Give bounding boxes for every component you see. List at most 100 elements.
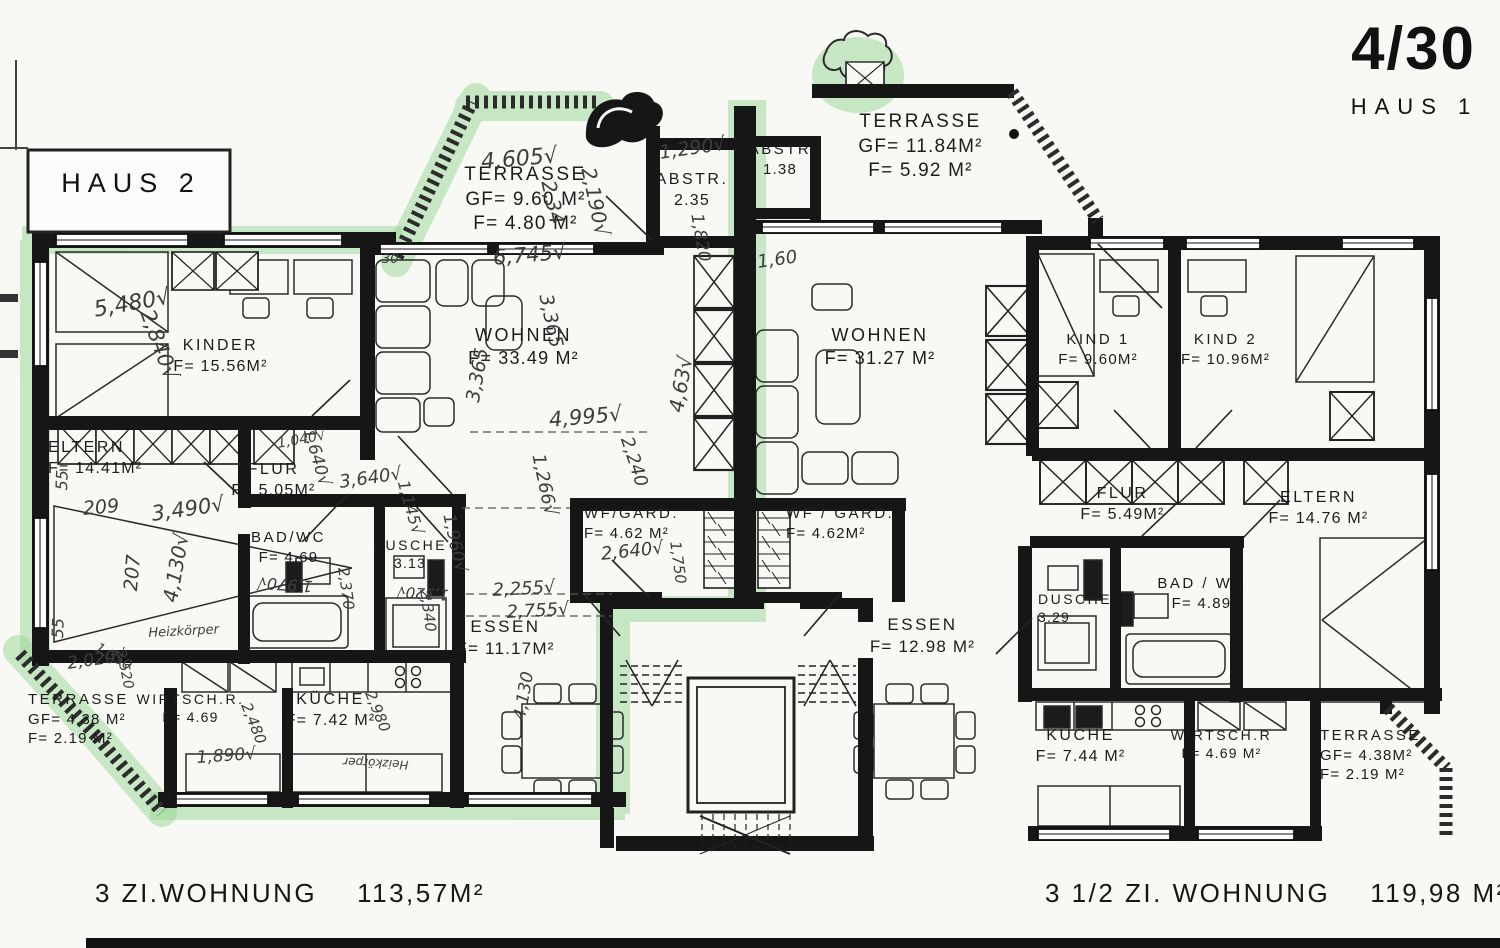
room-label-terrasse-top-left: TERRASSE GF= 9.60 M² F= 4.80 M² xyxy=(438,163,613,237)
room-label-kind2: KIND 2 F= 10.96M² xyxy=(1158,330,1293,369)
room-label-kinder: KINDER F= 15.56M² xyxy=(138,336,303,378)
room-name: ELTERN xyxy=(1280,489,1357,506)
apartment-area: 119,98 M² xyxy=(1370,878,1500,908)
room-area: F= 5.92 M² xyxy=(868,160,973,182)
room-name: DUSCHE xyxy=(1038,591,1113,607)
room-area: F= 33.49 M² xyxy=(468,348,579,369)
room-label-kueche-left: KÜCHE F= 7.42 M² xyxy=(258,690,403,732)
room-label-eltern-right: ELTERN F= 14.76 M² xyxy=(1236,488,1401,530)
room-area-gf: GF= 9.60 M² xyxy=(465,188,586,210)
room-name: KINDER xyxy=(182,337,259,354)
room-label-terrasse-bottom-left: TERRASSE GF= 4.38 M² F= 2.19 M² xyxy=(28,690,173,749)
room-label-flur-right: FLUR F= 5.49M² xyxy=(1060,484,1185,526)
room-label-wf-gard-left: WF/GARD. F= 4.62 M² xyxy=(584,504,709,543)
dim-annotation: 1,970√ xyxy=(256,573,314,596)
room-area: F= 14.76 M² xyxy=(1268,509,1369,527)
plan-dot xyxy=(1009,129,1019,139)
dim-annotation: 209 xyxy=(82,494,121,520)
room-label-dusche-right: DUSCHE 3.29 xyxy=(1038,590,1130,626)
room-area: F= 4.80 M² xyxy=(473,213,578,235)
room-label-wirtsch-right: WIRTSCH.R F= 4.69 M² xyxy=(1154,726,1289,762)
room-label-terrasse-top-right: TERRASSE GF= 11.84M² F= 5.92 M² xyxy=(818,110,1023,184)
room-area: F= 10.96M² xyxy=(1180,350,1271,368)
room-name: WF / GARD. xyxy=(786,505,895,522)
room-area: F= 7.42 M² xyxy=(285,711,376,729)
room-name: KIND 1 xyxy=(1066,331,1130,348)
room-area: F= 4.69 xyxy=(162,709,219,726)
room-name: BAD/WC xyxy=(251,529,326,546)
room-label-abstr-right: ABSTR 1.38 xyxy=(740,140,820,179)
room-name: ESSEN xyxy=(887,615,958,634)
apartment-area: 113,57M² xyxy=(357,878,486,908)
room-label-essen-right: ESSEN F= 12.98 M² xyxy=(845,614,1000,658)
room-area: F= 2.19 M² xyxy=(28,730,113,747)
terrace-railings xyxy=(15,88,1453,836)
room-name: KIND 2 xyxy=(1193,331,1258,348)
room-area: F= 31.27 M² xyxy=(824,348,936,369)
room-name: WIRTSCH.R xyxy=(1170,727,1273,743)
room-name: KÜCHE xyxy=(1046,727,1115,744)
room-area: F= 11.17M² xyxy=(456,639,555,659)
haus2-outline xyxy=(0,60,232,234)
room-name: WOHNEN xyxy=(831,325,929,345)
room-label-wirtsch-left: WIRTSCH.R. F= 4.69 xyxy=(128,690,253,726)
room-name: KÜCHE xyxy=(296,691,365,708)
room-label-wohnen-right: WOHNEN F= 31.27 M² xyxy=(795,324,965,371)
sheet-number: 4/30 xyxy=(1351,15,1476,82)
room-area: F= 12.98 M² xyxy=(869,637,976,657)
room-name: WIRTSCH.R. xyxy=(136,691,245,707)
room-area: F= 4.62M² xyxy=(786,524,866,542)
room-area: 2.35 xyxy=(674,191,710,209)
room-name: ABSTR xyxy=(748,141,812,158)
room-area: F= 2.19 M² xyxy=(1320,766,1405,783)
room-name: WF/GARD. xyxy=(584,505,679,522)
room-name: TERRASSE xyxy=(28,691,129,708)
ornament-detail xyxy=(596,107,633,129)
door-swings xyxy=(203,195,1281,655)
room-label-kueche-right: KÜCHE F= 7.44 M² xyxy=(1008,726,1153,768)
room-area: 1.38 xyxy=(763,160,797,178)
room-area: F= 7.44 M² xyxy=(1035,747,1126,765)
room-area-gf: GF= 11.84M² xyxy=(858,135,983,157)
room-label-essen-left: ESSEN F= 11.17M² xyxy=(428,616,583,660)
room-label-terrasse-bottom-right: TERRASSE GF= 4.38M² F= 2.19 M² xyxy=(1320,726,1475,785)
room-label-abstr-left: ABSTR. 2.35 xyxy=(648,170,736,212)
room-label-wf-gard-right: WF / GARD. F= 4.62M² xyxy=(786,504,921,543)
room-area: F= 9.60M² xyxy=(1058,350,1138,368)
room-area: F= 4.89 xyxy=(1171,594,1232,612)
room-name: DUSCHE xyxy=(372,537,448,553)
apartment-type: 3 1/2 ZI. WOHNUNG xyxy=(1045,878,1331,908)
room-name: TERRASSE xyxy=(1320,727,1421,744)
apartment-type: 3 ZI.WOHNUNG xyxy=(95,878,318,908)
room-name: ELTERN xyxy=(48,439,125,456)
caption-right-apartment: 3 1/2 ZI. WOHNUNG 119,98 M² xyxy=(1045,878,1500,909)
dim-annotation: 207 xyxy=(120,553,146,592)
room-name: ABSTR. xyxy=(655,171,729,188)
caption-left-apartment: 3 ZI.WOHNUNG 113,57M² xyxy=(95,878,485,909)
room-label-bad-wc-left: BAD/WC F= 4.69 xyxy=(226,528,351,567)
room-label-wohnen-left: WOHNEN F= 33.49 M² xyxy=(436,324,611,371)
dim-annotation: 2,255√ xyxy=(492,576,557,601)
room-label-dusche-left: DUSCHE 3.13 xyxy=(360,536,460,572)
dim-annotation: 1,890√ xyxy=(196,743,257,768)
room-name: WOHNEN xyxy=(475,325,572,345)
room-label-bad-wc-right: BAD / WC F= 4.89 xyxy=(1124,574,1279,613)
room-name: BAD / WC xyxy=(1157,575,1246,592)
dim-annotation: 2,755√ xyxy=(506,598,571,623)
room-area: F= 14.41M² xyxy=(48,459,143,477)
dashed-lines xyxy=(462,431,648,617)
room-area: F= 4.62 M² xyxy=(584,524,669,542)
room-label-flur-left: FLUR F= 5.05M² xyxy=(216,460,331,502)
staircase xyxy=(620,659,857,855)
room-name: TERRASSE xyxy=(859,111,982,132)
room-area: F= 15.56M² xyxy=(173,357,268,375)
room-area-gf: GF= 4.38M² xyxy=(1320,746,1413,764)
room-name: TERRASSE xyxy=(464,164,587,185)
room-area: F= 5.49M² xyxy=(1080,505,1165,523)
haus1-label: HAUS 1 xyxy=(1350,94,1479,119)
room-name: FLUR xyxy=(247,461,300,478)
room-label-eltern-left: ELTERN F= 14.41M² xyxy=(48,438,203,480)
dim-annotation: 55 xyxy=(52,469,72,491)
room-area: F= 4.69 xyxy=(258,548,319,566)
